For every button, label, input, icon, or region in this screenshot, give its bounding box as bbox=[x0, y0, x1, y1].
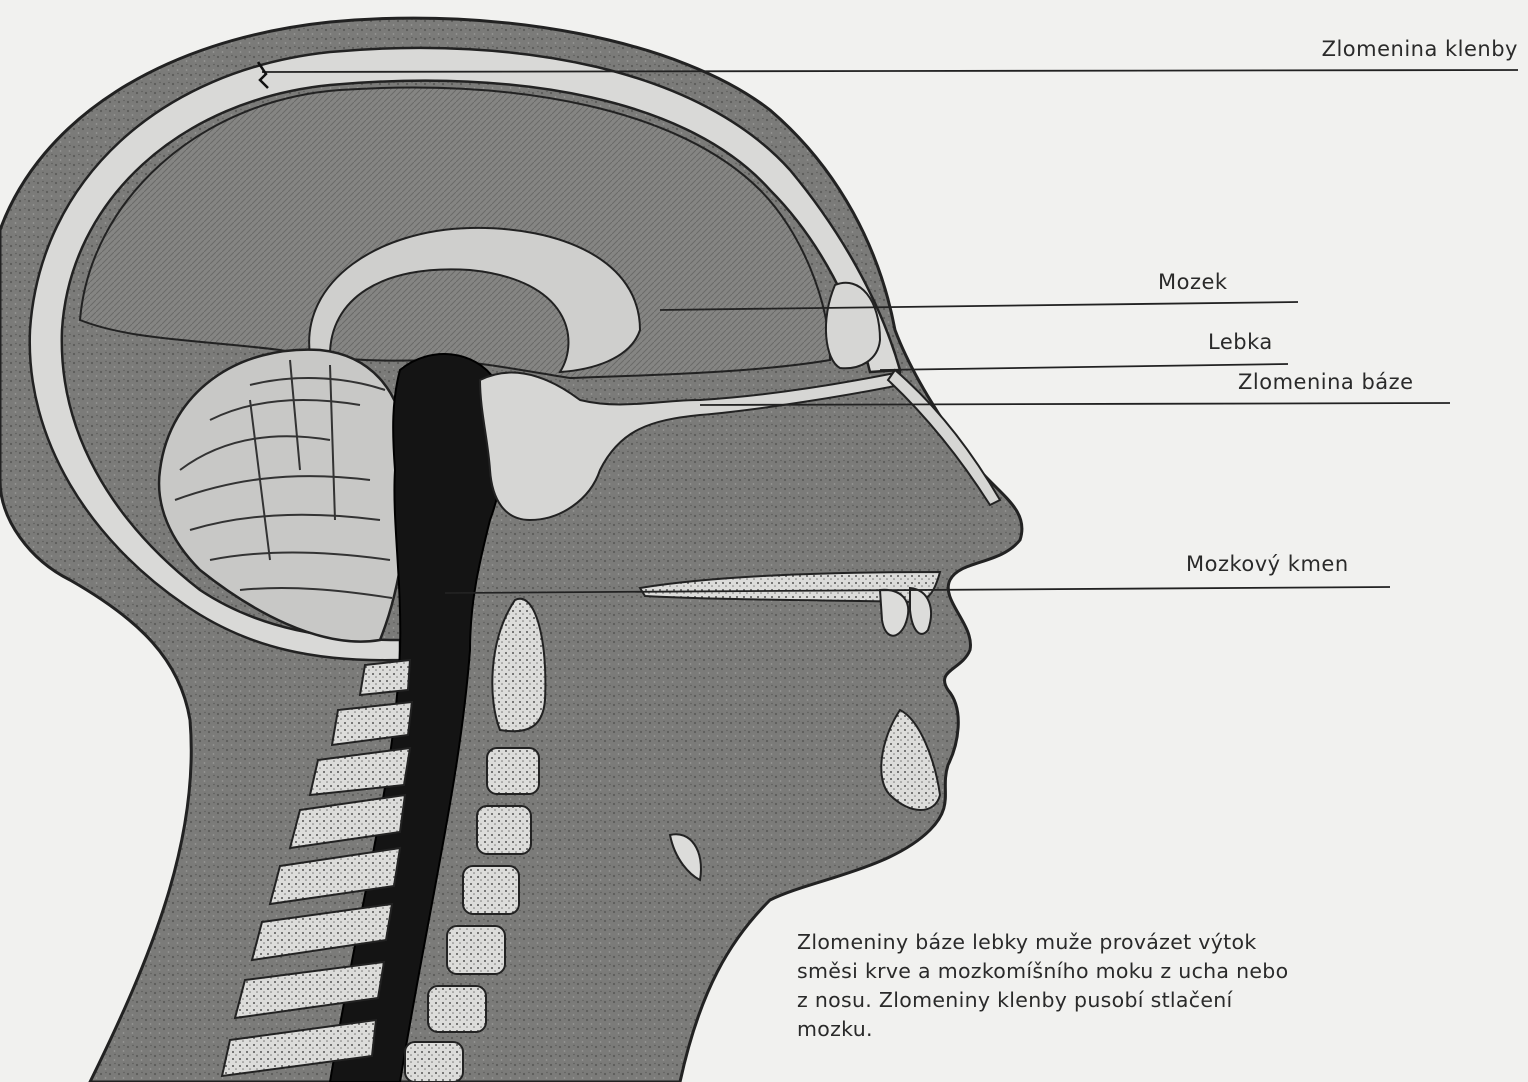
label-skull: Lebka bbox=[1208, 330, 1273, 354]
label-base-fracture: Zlomenina báze bbox=[1238, 370, 1414, 394]
caption: Zlomeniny báze lebky muže provázet výtok… bbox=[797, 928, 1437, 1044]
caption-line: mozku. bbox=[797, 1015, 1437, 1044]
label-vault-fracture: Zlomenina klenby bbox=[1322, 37, 1518, 61]
caption-line: z nosu. Zlomeniny klenby pusobí stlačení bbox=[797, 986, 1437, 1015]
caption-line: směsi krve a mozkomíšního moku z ucha ne… bbox=[797, 957, 1437, 986]
label-brainstem: Mozkový kmen bbox=[1186, 552, 1349, 576]
caption-line: Zlomeniny báze lebky muže provázet výtok bbox=[797, 928, 1437, 957]
leader-skull bbox=[880, 364, 1288, 370]
label-brain: Mozek bbox=[1158, 270, 1228, 294]
